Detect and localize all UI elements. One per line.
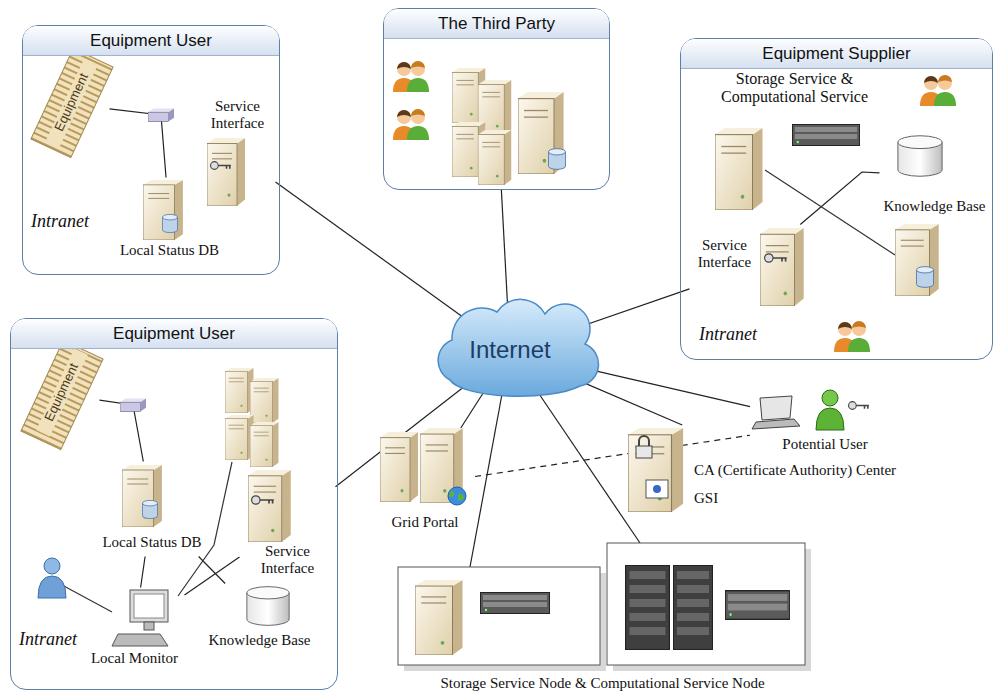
equipment-board <box>31 48 113 157</box>
equipment-board: Equipment <box>25 345 100 445</box>
server-icon <box>250 422 279 467</box>
node-label: Intranet <box>31 211 111 232</box>
node-frame <box>398 567 600 665</box>
node-label: Internet <box>458 336 562 364</box>
panel-title: Equipment User <box>11 319 337 349</box>
server-icon <box>380 432 418 502</box>
network-link <box>276 182 470 322</box>
server-node: Local Status DB <box>90 462 215 557</box>
person-icon <box>38 558 66 598</box>
knowledge-cylinder <box>898 136 942 176</box>
people-icon <box>393 109 429 140</box>
computer-icon <box>112 590 168 646</box>
server-icon <box>628 428 683 512</box>
database-node: Knowledge Base <box>185 584 335 654</box>
key-icon <box>765 254 787 262</box>
service-node-group: Storage Service Node & Computational Ser… <box>395 540 810 697</box>
people-icon <box>393 61 429 92</box>
server-icon <box>760 228 804 306</box>
server-icon <box>225 415 254 460</box>
database-icon <box>142 500 157 518</box>
server-icon <box>715 128 763 210</box>
server-node: Service Interface <box>690 225 808 313</box>
server-icon <box>122 465 162 527</box>
wire <box>178 462 232 596</box>
node-label: Storage Service & Computational Service <box>690 70 900 107</box>
server-node: Grid Portal <box>375 428 475 540</box>
group-panel: The Third Party <box>383 8 610 190</box>
rack-icon <box>481 593 550 614</box>
knowledge-cylinder <box>247 587 289 626</box>
node-label: Grid Portal <box>375 514 475 531</box>
cloud-node: Internet <box>458 322 562 380</box>
panel-title: Equipment User <box>23 26 279 56</box>
group-panel: Equipment UserIntranet Equipment Service I… <box>22 25 280 275</box>
node-label: Equipment <box>46 58 98 146</box>
network-link <box>141 557 146 588</box>
server-node: Local Status DB <box>95 178 245 264</box>
network-switch <box>148 109 174 122</box>
internet-cloud <box>438 299 598 396</box>
panel-title: The Third Party <box>384 9 609 39</box>
network-link <box>800 172 879 225</box>
node-label: GSI <box>694 490 794 507</box>
server-icon <box>250 378 279 423</box>
node-label: Potential User <box>750 436 900 453</box>
server-node: Service Interface <box>240 467 336 582</box>
server-icon <box>478 130 511 185</box>
equipment-board <box>21 340 103 449</box>
node-frame <box>607 543 805 665</box>
server-icon <box>415 580 463 655</box>
server-icon <box>225 368 254 413</box>
server-icon <box>248 470 291 542</box>
server-node: Service Interface <box>200 98 276 212</box>
node-label: Intranet <box>19 629 99 650</box>
server-icon <box>143 180 183 240</box>
people-icon <box>834 321 870 352</box>
rack-icon <box>792 125 859 146</box>
person-icon <box>816 390 844 430</box>
node-label: Local Status DB <box>95 242 245 259</box>
network-switch <box>120 399 146 412</box>
wire <box>62 585 112 612</box>
rack-icon <box>725 591 789 620</box>
database-icon <box>162 214 177 232</box>
equipment-board: Equipment <box>35 55 110 155</box>
database-node: Knowledge Base <box>880 132 990 220</box>
server-node: Storage Service & Computational Service <box>690 68 900 213</box>
group-panel: Equipment UserIntranet EquipmentLocal Sta… <box>10 318 338 690</box>
key-icon <box>252 496 274 504</box>
node-label: Knowledge Base <box>880 198 990 215</box>
node-label: Local Monitor <box>85 650 185 667</box>
key-icon <box>849 402 869 410</box>
key-icon <box>211 162 231 170</box>
node-label: Intranet <box>699 324 779 345</box>
network-link <box>470 380 505 567</box>
panel-title: Equipment Supplier <box>681 39 992 69</box>
globe-icon <box>448 487 466 505</box>
server-icon <box>207 138 245 206</box>
node-label: Service Interface <box>690 237 760 272</box>
computer-node: Local Monitor <box>85 588 185 672</box>
laptop-icon <box>752 396 800 429</box>
node-label: Knowledge Base <box>185 632 335 649</box>
rack-icon <box>674 566 713 650</box>
node-label: Storage Service Node & Computational Ser… <box>395 675 810 692</box>
network-link <box>530 380 640 543</box>
node-label: Equipment <box>36 348 88 436</box>
lock-icon <box>636 436 652 458</box>
node-label: CA (Certificate Authority) Center <box>694 462 952 479</box>
rack-icon <box>626 566 670 650</box>
server-icon <box>895 224 939 296</box>
people-icon <box>920 75 956 106</box>
database-icon <box>916 267 933 288</box>
group-panel: Equipment SupplierIntranet Storage Servic… <box>680 38 993 360</box>
node-label: Service Interface <box>248 543 328 578</box>
database-icon <box>548 149 565 170</box>
node-label: Local Status DB <box>90 534 215 551</box>
certificate-icon <box>646 480 668 498</box>
user-node: Potential User <box>750 388 900 460</box>
node-label: Service Interface <box>200 98 276 133</box>
